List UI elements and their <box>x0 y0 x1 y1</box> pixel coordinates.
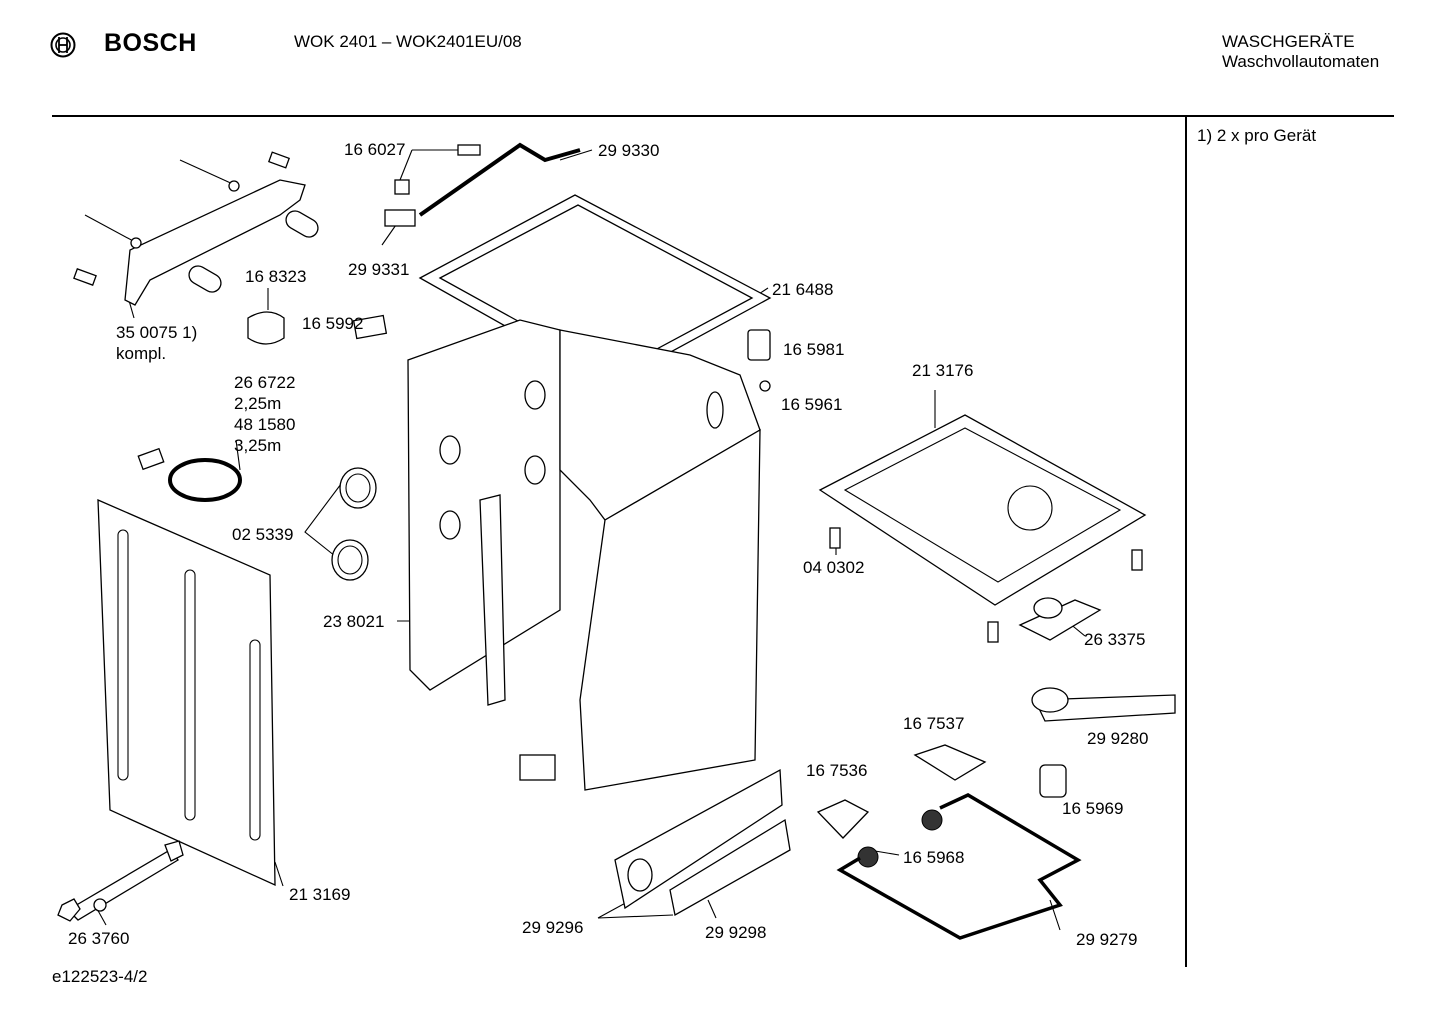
part-label: 35 0075 1) <box>116 323 198 342</box>
part-label: 2,25m <box>234 394 282 413</box>
part-label: 48 1580 <box>234 415 296 434</box>
category-line-2: Waschvollautomaten <box>1222 52 1380 71</box>
part-label: 16 5981 <box>783 340 845 359</box>
part-label: 16 5961 <box>781 395 843 414</box>
wrench-drawing <box>57 840 184 922</box>
part-label: 16 5969 <box>1062 799 1124 818</box>
notes-divider <box>1185 117 1187 967</box>
part-label: 16 7536 <box>806 761 868 780</box>
part-label: 16 7537 <box>903 714 965 733</box>
part-label: 21 6488 <box>772 280 834 299</box>
part-label: 04 0302 <box>803 558 865 577</box>
part-label: 16 5968 <box>903 848 965 867</box>
footnote: 1) 2 x pro Gerät <box>1197 126 1317 145</box>
part-label: kompl. <box>116 344 167 363</box>
part-label: 26 3375 <box>1084 630 1146 649</box>
brand-name: BOSCH <box>104 29 197 57</box>
pump-and-electrical-drawing <box>816 687 1176 940</box>
category-line-1: WASCHGERÄTE <box>1222 32 1355 51</box>
detergent-drawer-drawing <box>614 768 791 917</box>
bosch-logo-icon <box>50 32 76 58</box>
part-label: 23 8021 <box>323 612 385 631</box>
part-label: 29 9298 <box>705 923 767 942</box>
part-label: 26 6722 <box>234 373 296 392</box>
part-label: 16 5992 <box>302 314 364 333</box>
part-label: 21 3176 <box>912 361 974 380</box>
part-label: 29 9279 <box>1076 930 1138 949</box>
part-label: 26 3760 <box>68 929 130 948</box>
part-label: 16 6027 <box>344 140 406 159</box>
part-label: 16 8323 <box>245 267 307 286</box>
part-label: 3,25m <box>234 436 282 455</box>
cabinet-frame-drawing <box>407 319 761 791</box>
part-label: 29 9330 <box>598 141 660 160</box>
part-label: 29 9280 <box>1087 729 1149 748</box>
part-label: 02 5339 <box>232 525 294 544</box>
part-label: 21 3169 <box>289 885 351 904</box>
part-label: 29 9331 <box>348 260 410 279</box>
model-title: WOK 2401 – WOK2401EU/08 <box>294 32 522 51</box>
transport-bracket-drawing <box>73 151 319 345</box>
lid-parts-drawing <box>352 142 772 392</box>
base-frame-drawing <box>818 414 1147 643</box>
seals-and-cable-drawing <box>137 447 377 581</box>
drawing-reference: e122523-4/2 <box>52 967 148 986</box>
header-divider <box>52 115 1394 117</box>
part-label: 29 9296 <box>522 918 584 937</box>
side-panel-drawing <box>97 498 276 887</box>
